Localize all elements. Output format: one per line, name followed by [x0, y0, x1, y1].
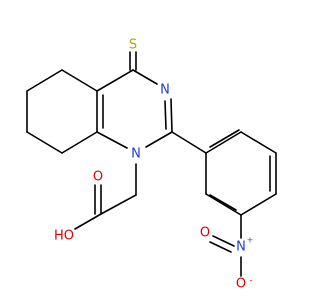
nitrogen-label: N	[236, 240, 246, 255]
sulfur-label: S	[129, 38, 137, 53]
molecule-structure: S N N HO O N + O O -	[26, 38, 277, 292]
positive-charge: +	[247, 236, 254, 245]
oxygen-label: O	[236, 277, 246, 292]
nitrogen-label: N	[160, 83, 170, 98]
oxygen-label: O	[200, 226, 210, 241]
hydroxyl-label: HO	[54, 229, 74, 244]
negative-charge: -	[250, 276, 253, 285]
atom-labels: S N N HO O N + O O -	[54, 38, 253, 292]
bond-lines	[26, 51, 277, 277]
nitrogen-label: N	[131, 147, 141, 162]
oxygen-label: O	[93, 170, 103, 185]
